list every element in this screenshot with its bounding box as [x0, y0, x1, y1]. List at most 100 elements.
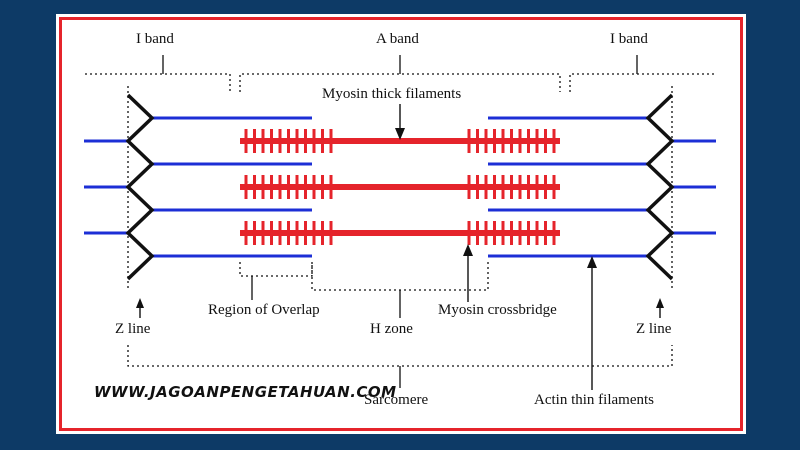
label-h-zone: H zone	[370, 321, 413, 337]
myosin-thick-arrowhead	[395, 128, 405, 140]
i-band-left-bracket	[85, 73, 231, 92]
myosin-crossbridge-right-1-5	[501, 129, 505, 153]
myosin-crossbridge-right-3-11	[552, 221, 556, 245]
myosin-crossbridge-right-1-6	[510, 129, 513, 153]
label-i-band-right: I band	[610, 31, 648, 47]
z-left-arrowhead	[136, 298, 144, 308]
myosin-crossbridge-left-2-6	[287, 175, 290, 199]
a-band-bracket	[239, 73, 561, 92]
z-right-arrowhead	[656, 298, 664, 308]
myosin-crossbridge-right-1-4	[493, 129, 496, 153]
myosin-crossbridge-left-1-1	[244, 129, 248, 153]
myosin-crossbridge-left-2-2	[253, 175, 256, 199]
myosin-crossbridge-left-2-9	[312, 175, 316, 199]
overlap-bracket	[239, 262, 313, 277]
myosin-crossbridge-right-2-6	[510, 175, 513, 199]
myosin-crossbridge-right-2-3	[484, 175, 488, 199]
myosin-crossbridge-left-3-6	[287, 221, 290, 245]
label-region-overlap: Region of Overlap	[208, 302, 320, 318]
label-myosin-crossbridge: Myosin crossbridge	[438, 302, 557, 318]
myosin-crossbridge-left-1-7	[295, 129, 299, 153]
z-line-right	[645, 93, 675, 281]
sarcomere-bracket	[127, 345, 673, 367]
myosin-crossbridge-right-1-11	[552, 129, 556, 153]
myosin-crossbridge-right-2-7	[518, 175, 522, 199]
myosin-crossbridge-right-2-11	[552, 175, 556, 199]
myosin-crossbridge-right-3-6	[510, 221, 513, 245]
label-sarcomere: Sarcomere	[364, 392, 429, 408]
z-line-left	[125, 93, 155, 281]
myosin-crossbridge-left-2-4	[270, 175, 273, 199]
myosin-crossbridge-right-2-2	[476, 175, 479, 199]
myosin-crossbridge-left-2-8	[304, 175, 307, 199]
myosin-crossbridge-left-3-11	[329, 221, 333, 245]
h-zone-bracket	[311, 262, 489, 291]
arrows	[136, 104, 664, 390]
watermark-text: WWW.JAGOANPENGETAHUAN.COM	[94, 383, 397, 401]
myosin-crossbridge-right-3-5	[501, 221, 505, 245]
myosin-crossbridge-right-1-8	[527, 129, 530, 153]
i-band-right-bracket	[569, 73, 715, 92]
myosin-crossbridge-right-3-10	[544, 221, 547, 245]
myosin-crossbridge-right-2-4	[493, 175, 496, 199]
myosin-crossbridge-left-1-2	[253, 129, 256, 153]
myosin-crossbridge-left-3-5	[278, 221, 282, 245]
myosin-filament-2	[240, 184, 560, 190]
myosin-crossbridge-right-3-3	[484, 221, 488, 245]
myosin-filaments	[240, 129, 560, 245]
actin-arrowhead	[587, 256, 597, 268]
myosin-filament-3	[240, 230, 560, 236]
label-a-band: A band	[376, 31, 419, 47]
myosin-crossbridge-left-3-2	[253, 221, 256, 245]
label-actin-thin: Actin thin filaments	[534, 392, 654, 408]
myosin-crossbridge-right-3-2	[476, 221, 479, 245]
frame-border	[59, 17, 743, 431]
label-myosin-thick: Myosin thick filaments	[322, 86, 462, 102]
myosin-crossbridge-left-3-10	[321, 221, 324, 245]
myosin-crossbridge-right-1-2	[476, 129, 479, 153]
myosin-crossbridge-left-2-7	[295, 175, 299, 199]
label-connectors	[251, 276, 401, 388]
myosin-crossbridge-right-3-9	[535, 221, 539, 245]
myosin-crossbridge-left-1-6	[287, 129, 290, 153]
myosin-crossbridge-right-1-1	[467, 129, 471, 153]
diagram-frame	[56, 14, 746, 434]
label-z-line-right: Z line	[636, 321, 672, 337]
myosin-crossbridge-right-3-7	[518, 221, 522, 245]
myosin-crossbridge-right-3-8	[527, 221, 530, 245]
myosin-crossbridge-left-3-9	[312, 221, 316, 245]
myosin-crossbridge-left-2-3	[261, 175, 265, 199]
myosin-crossbridge-left-1-9	[312, 129, 316, 153]
crossbridge-arrowhead	[463, 244, 473, 256]
label-i-band-left: I band	[136, 31, 174, 47]
myosin-crossbridge-left-2-1	[244, 175, 248, 199]
myosin-crossbridge-right-2-9	[535, 175, 539, 199]
myosin-crossbridge-left-3-4	[270, 221, 273, 245]
myosin-crossbridge-left-1-11	[329, 129, 333, 153]
myosin-crossbridge-left-2-10	[321, 175, 324, 199]
label-z-line-left: Z line	[115, 321, 151, 337]
myosin-crossbridge-left-1-8	[304, 129, 307, 153]
myosin-crossbridge-left-2-5	[278, 175, 282, 199]
myosin-crossbridge-left-1-5	[278, 129, 282, 153]
myosin-crossbridge-left-1-4	[270, 129, 273, 153]
myosin-crossbridge-right-2-5	[501, 175, 505, 199]
myosin-crossbridge-left-3-8	[304, 221, 307, 245]
myosin-crossbridge-right-1-10	[544, 129, 547, 153]
myosin-crossbridge-right-3-4	[493, 221, 496, 245]
actin-filaments	[84, 116, 716, 258]
myosin-crossbridge-left-2-11	[329, 175, 333, 199]
z-lines	[125, 93, 675, 281]
myosin-crossbridge-right-2-8	[527, 175, 530, 199]
myosin-crossbridge-left-3-7	[295, 221, 299, 245]
myosin-crossbridge-left-1-3	[261, 129, 265, 153]
myosin-crossbridge-left-3-3	[261, 221, 265, 245]
myosin-crossbridge-left-1-10	[321, 129, 324, 153]
myosin-crossbridge-right-2-10	[544, 175, 547, 199]
myosin-crossbridge-right-3-1	[467, 221, 471, 245]
myosin-crossbridge-right-1-3	[484, 129, 488, 153]
myosin-crossbridge-right-1-9	[535, 129, 539, 153]
myosin-crossbridge-right-1-7	[518, 129, 522, 153]
myosin-crossbridge-left-3-1	[244, 221, 248, 245]
